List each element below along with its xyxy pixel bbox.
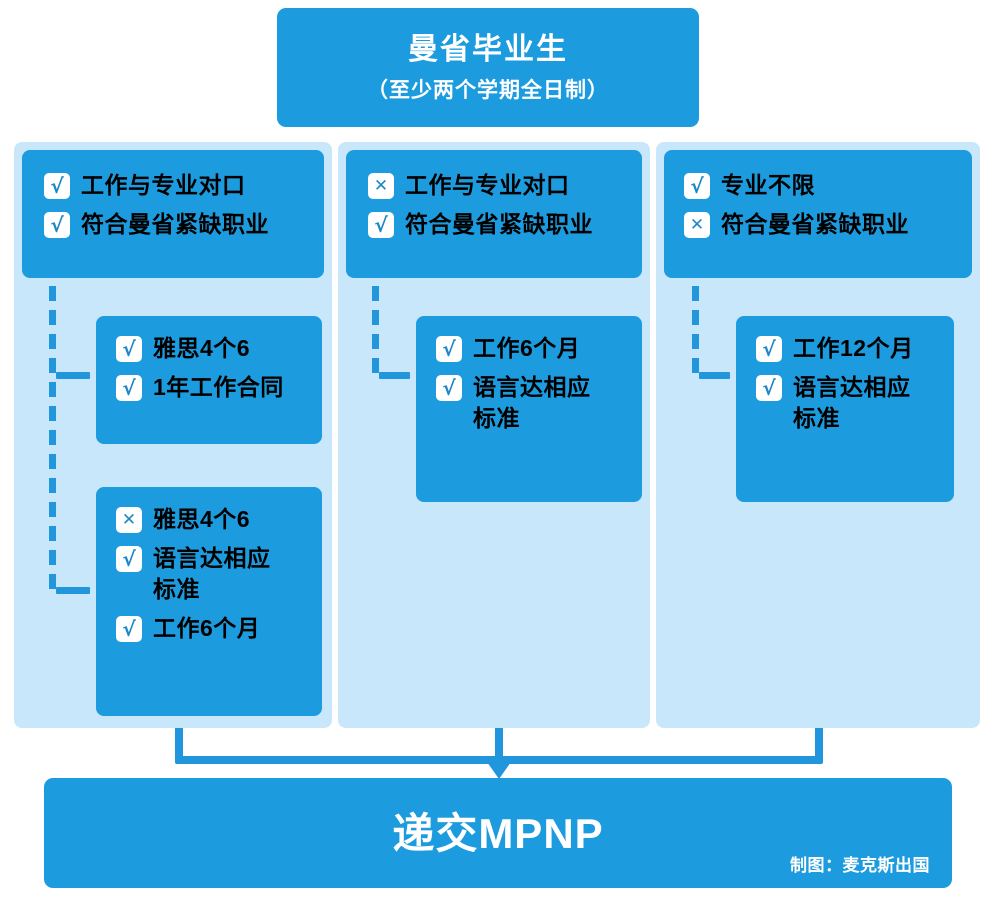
- subcard-2-1: √ 工作6个月 √ 语言达相应 标准: [416, 316, 642, 502]
- criterion-row: √ 语言达相应 标准: [436, 372, 642, 434]
- dashed-connector-line: [692, 286, 699, 380]
- criterion-label: 符合曼省紧缺职业: [721, 211, 909, 237]
- criterion-label: 1年工作合同: [153, 374, 284, 400]
- cross-icon: ✕: [116, 507, 142, 533]
- criterion-label: 工作6个月: [473, 335, 581, 361]
- column-3-header-card: √ 专业不限 ✕ 符合曼省紧缺职业: [664, 150, 972, 278]
- result-title: 递交MPNP: [392, 810, 604, 857]
- criterion-row: ✕ 符合曼省紧缺职业: [684, 209, 972, 240]
- title-box: 曼省毕业生 （至少两个学期全日制）: [277, 8, 699, 127]
- subcard-1-1: √ 雅思4个6 √ 1年工作合同: [96, 316, 322, 444]
- criterion-row: √ 工作6个月: [436, 333, 642, 364]
- criterion-row: ✕ 工作与专业对口: [368, 170, 642, 201]
- dashed-connector-line: [49, 286, 56, 594]
- bracket-arm-left: [175, 728, 183, 763]
- criterion-label: 雅思4个6: [153, 506, 251, 532]
- criterion-label: 专业不限: [721, 172, 815, 198]
- criterion-row: √ 1年工作合同: [116, 372, 322, 403]
- subcard-3-1: √ 工作12个月 √ 语言达相应 标准: [736, 316, 954, 502]
- result-box: 递交MPNP 制图：麦克斯出国: [44, 778, 952, 888]
- check-icon: √: [116, 336, 142, 362]
- dashed-connector-stub: [379, 372, 410, 379]
- title-main-text: 曼省毕业生: [408, 33, 568, 67]
- criterion-row: √ 雅思4个6: [116, 333, 322, 364]
- bracket-arm-right: [815, 728, 823, 763]
- criterion-row: √ 工作与专业对口: [44, 170, 324, 201]
- criterion-label: 工作与专业对口: [405, 172, 570, 198]
- criterion-label: 符合曼省紧缺职业: [81, 211, 269, 237]
- check-icon: √: [116, 616, 142, 642]
- check-icon: √: [684, 173, 710, 199]
- check-icon: √: [436, 336, 462, 362]
- criterion-label: 符合曼省紧缺职业: [405, 211, 593, 237]
- dashed-connector-stub: [699, 372, 730, 379]
- check-icon: √: [756, 375, 782, 401]
- criterion-row: √ 工作12个月: [756, 333, 954, 364]
- check-icon: √: [368, 212, 394, 238]
- criterion-label: 工作12个月: [793, 335, 914, 361]
- criterion-row: √ 语言达相应 标准: [756, 372, 954, 434]
- credit-label: 制图：麦克斯出国: [790, 856, 930, 875]
- criterion-label: 语言达相应 标准: [153, 545, 271, 602]
- arrow-head-icon: [487, 762, 511, 779]
- check-icon: √: [116, 546, 142, 572]
- cross-icon: ✕: [684, 212, 710, 238]
- criterion-row: √ 语言达相应 标准: [116, 543, 322, 605]
- criterion-label: 工作6个月: [153, 615, 261, 641]
- criterion-label: 雅思4个6: [153, 335, 251, 361]
- criterion-row: √ 符合曼省紧缺职业: [368, 209, 642, 240]
- check-icon: √: [116, 375, 142, 401]
- criterion-label: 语言达相应 标准: [793, 374, 911, 431]
- title-sub-text: （至少两个学期全日制）: [367, 78, 609, 102]
- arrow-stem: [495, 728, 503, 770]
- dashed-connector-stub: [56, 372, 90, 379]
- column-2-header-card: ✕ 工作与专业对口 √ 符合曼省紧缺职业: [346, 150, 642, 278]
- check-icon: √: [44, 173, 70, 199]
- column-1-header-card: √ 工作与专业对口 √ 符合曼省紧缺职业: [22, 150, 324, 278]
- dashed-connector-stub: [56, 587, 90, 594]
- criterion-label: 工作与专业对口: [81, 172, 246, 198]
- subcard-1-2: ✕ 雅思4个6 √ 语言达相应 标准 √ 工作6个月: [96, 487, 322, 716]
- check-icon: √: [44, 212, 70, 238]
- check-icon: √: [756, 336, 782, 362]
- criterion-row: ✕ 雅思4个6: [116, 504, 322, 535]
- cross-icon: ✕: [368, 173, 394, 199]
- criterion-label: 语言达相应 标准: [473, 374, 591, 431]
- check-icon: √: [436, 375, 462, 401]
- dashed-connector-line: [372, 286, 379, 380]
- criterion-row: √ 专业不限: [684, 170, 972, 201]
- criterion-row: √ 工作6个月: [116, 613, 322, 644]
- criterion-row: √ 符合曼省紧缺职业: [44, 209, 324, 240]
